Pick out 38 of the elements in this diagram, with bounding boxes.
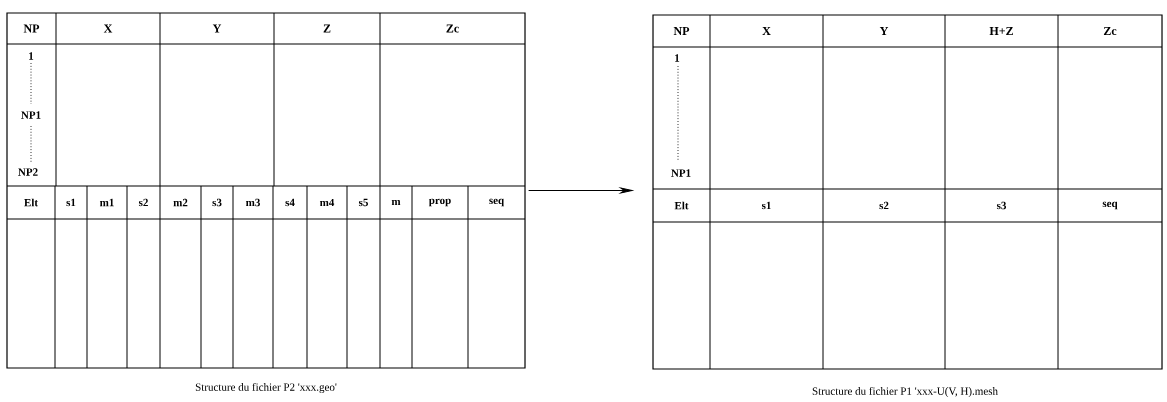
- cell-text: prop: [428, 198, 451, 207]
- table: [6, 12, 526, 369]
- cell-text: Z: [323, 24, 331, 33]
- cell-text: H+Z: [989, 27, 1013, 35]
- table: [652, 14, 1163, 370]
- node-label: Structure du fichier P2 'xxx.geo': [195, 382, 337, 394]
- cell-text: s3: [996, 201, 1007, 210]
- cell-text: 1: [675, 54, 680, 62]
- cell-text: NP: [23, 24, 40, 33]
- cell-text: s2: [138, 198, 148, 207]
- cell-text: 1: [29, 52, 34, 60]
- cell-text: m3: [245, 198, 260, 207]
- cell-text: X: [103, 24, 113, 33]
- cell-text: s2: [879, 201, 889, 210]
- cell-text: m4: [319, 198, 335, 207]
- cell-text: m: [391, 199, 401, 206]
- node-label: Structure du fichier P1 'xxx-U(V, H).mesh: [812, 386, 998, 398]
- cell-text: s5: [358, 198, 368, 207]
- cell-text: NP: [673, 27, 690, 35]
- cell-text: Elt: [674, 201, 689, 210]
- cell-text: Y: [212, 24, 222, 33]
- cell-text: m2: [173, 198, 188, 207]
- cell-text: seq: [1102, 201, 1118, 210]
- cell-text: s3: [212, 198, 222, 207]
- cell-text: seq: [489, 198, 505, 207]
- cell-text: X: [762, 27, 771, 35]
- cell-text: NP2: [18, 168, 38, 176]
- cell-text: s4: [285, 198, 295, 207]
- cell-text: Elt: [24, 198, 38, 207]
- cell-text: NP1: [21, 111, 41, 119]
- cell-text: m1: [99, 198, 114, 207]
- cell-text: Zc: [1103, 27, 1117, 35]
- cell-text: s1: [761, 201, 771, 210]
- cell-text: NP1: [671, 169, 691, 177]
- cell-text: Y: [879, 27, 889, 35]
- cell-text: s1: [66, 198, 76, 207]
- arrow: [528, 187, 633, 194]
- cell-text: Zc: [446, 24, 459, 33]
